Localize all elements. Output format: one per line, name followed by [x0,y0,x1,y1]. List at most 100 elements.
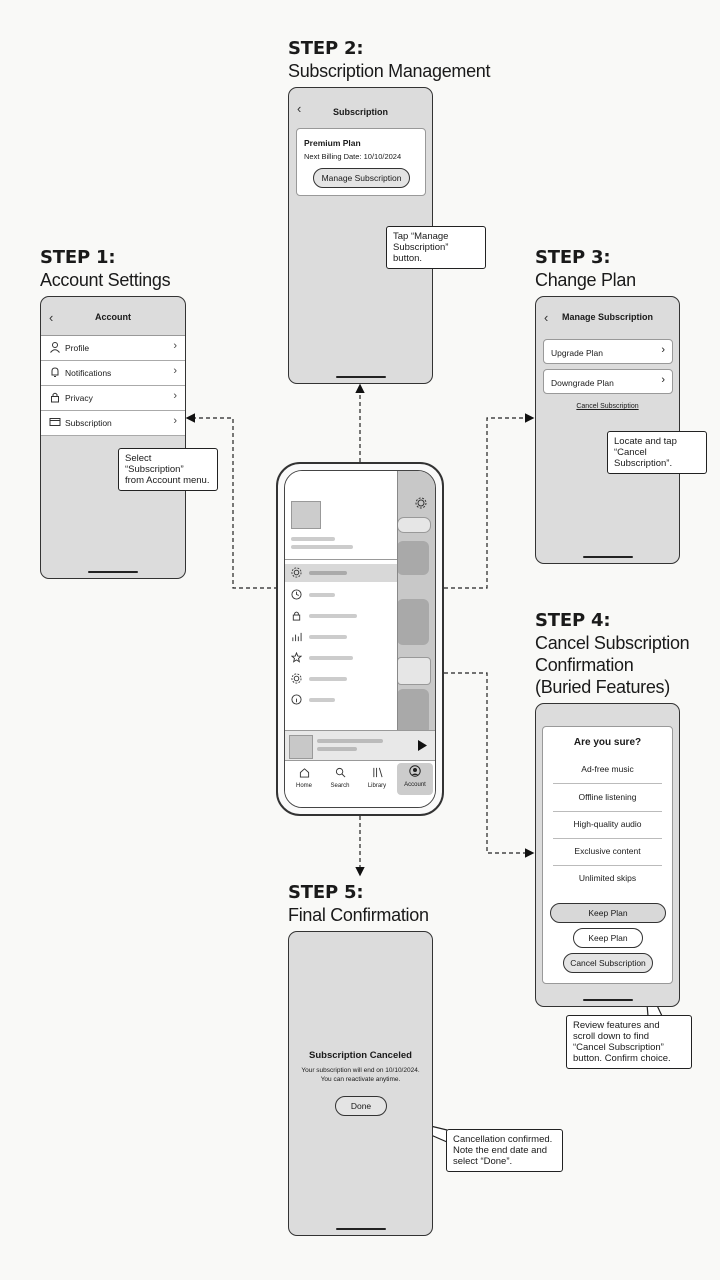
home-indicator [88,570,138,573]
feature-item: Exclusive content [553,838,662,866]
step4-phone-screen: Are you sure? Ad-free music Offline list… [535,703,680,1007]
step1-number: STEP 1: [40,247,116,268]
back-chevron-icon[interactable]: ‹ [49,310,54,325]
placeholder-bar [309,635,347,639]
person-icon [50,342,60,353]
bell-icon [51,367,59,377]
step1-header: ‹ Account [41,297,185,341]
step4-callout: Review features and scroll down to find … [566,1015,692,1069]
step1-phone-screen: ‹ Account Profile › Notifications › Priv… [40,296,186,579]
placeholder-bar [309,656,353,660]
billing-date: Next Billing Date: 10/10/2024 [304,152,402,161]
callout-line: “Subscription” [125,464,184,475]
callout-line: Review features and [573,1020,660,1031]
mini-player[interactable] [285,730,435,761]
back-chevron-icon[interactable]: ‹ [297,101,302,116]
placeholder-bar [317,739,383,743]
confirm-card: Are you sure? Ad-free music Offline list… [542,726,673,984]
lock-icon[interactable] [291,610,302,621]
account-menu: Profile › Notifications › Privacy › Subs… [41,335,185,436]
feature-item: High-quality audio [553,811,662,839]
callout-line: Note the end date and [453,1145,548,1156]
nav-search[interactable]: Search [323,765,357,795]
nav-home-label: Home [295,783,312,789]
step4-title-line3: (Buried Features) [535,677,670,697]
clock-icon[interactable] [291,589,302,600]
nav-account-label: Account [404,782,426,788]
callout-line: scroll down to find [573,1031,650,1042]
menu-item-subscription[interactable]: Subscription › [41,411,185,436]
step4-title-line2: Confirmation [535,655,634,675]
cancel-subscription-link[interactable]: Cancel Subscription [576,403,639,410]
step1-callout: Select “Subscription” from Account menu. [118,448,218,491]
callout-line: from Account menu. [125,475,210,486]
step3-phone-screen: ‹ Manage Subscription Upgrade Plan › Dow… [535,296,680,564]
keep-plan-button-primary[interactable]: Keep Plan [550,903,666,923]
callout-line: select “Done”. [453,1156,513,1167]
step2-header: ‹ Subscription [289,88,432,132]
step1-title: Account Settings [40,270,171,290]
step5-title: Final Confirmation [288,905,429,925]
placeholder-bar [291,537,335,541]
gear-icon[interactable] [291,673,302,684]
done-button[interactable]: Done [335,1096,387,1116]
background-tile [397,599,429,645]
confirm-heading: Are you sure? [573,737,642,748]
menu-item-profile-label: Profile [65,343,90,353]
menu-item-subscription-label: Subscription [65,418,112,428]
chevron-right-icon: › [173,390,177,402]
canceled-message: Your subscription will end on 10/10/2024… [289,1066,432,1084]
downgrade-plan-label: Downgrade Plan [551,378,614,388]
nav-account[interactable]: Account [397,763,433,795]
step2-screen-title: Subscription [332,107,388,117]
step2-number: STEP 2: [288,38,364,59]
home-indicator [582,998,633,1001]
center-phone-screen: Home Search Library Account [284,470,436,808]
menu-item-privacy[interactable]: Privacy › [41,386,185,411]
play-icon[interactable] [417,740,427,751]
stats-icon[interactable] [291,631,302,642]
chevron-right-icon: › [661,344,665,356]
step3-header: ‹ Manage Subscription [536,297,679,341]
upgrade-plan-option[interactable]: Upgrade Plan › [543,339,673,364]
manage-subscription-button[interactable]: Manage Subscription [313,168,410,188]
divider [285,559,397,560]
back-chevron-icon[interactable]: ‹ [544,310,549,325]
step5-number: STEP 5: [288,882,364,903]
keep-plan-button-secondary[interactable]: Keep Plan [573,928,643,948]
nav-library[interactable]: Library [359,765,395,795]
callout-line: Subscription” [393,242,449,253]
callout-line: button. Confirm choice. [573,1053,671,1064]
placeholder-bar [309,571,347,575]
callout-line: Subscription”. [614,458,673,469]
step2-phone-screen: ‹ Subscription Premium Plan Next Billing… [288,87,433,384]
star-icon[interactable] [291,652,302,663]
step5-callout: Cancellation confirmed. Note the end dat… [446,1129,563,1172]
bottom-nav: Home Search Library Account [285,760,435,807]
step3-number: STEP 3: [535,247,611,268]
avatar[interactable] [291,501,321,529]
nav-home[interactable]: Home [287,765,321,795]
background-tile [397,541,429,575]
callout-line: Tap “Manage [393,231,449,242]
placeholder-bar [309,593,335,597]
account-icon [409,765,421,777]
menu-item-notifications[interactable]: Notifications › [41,361,185,386]
placeholder-bar [291,545,353,549]
home-indicator [335,375,386,378]
background-app [397,471,435,761]
feature-item: Ad-free music [553,756,662,784]
card-icon [49,418,61,426]
chevron-right-icon: › [173,340,177,352]
gear-icon [291,567,302,578]
menu-item-profile[interactable]: Profile › [41,336,185,361]
step3-screen-title: Manage Subscription [561,312,653,322]
step5-phone-screen: Subscription Canceled Your subscription … [288,931,433,1236]
info-icon[interactable] [291,694,302,705]
callout-line: button. [393,253,423,264]
downgrade-plan-option[interactable]: Downgrade Plan › [543,369,673,394]
cancel-subscription-button[interactable]: Cancel Subscription [563,953,653,973]
gear-icon[interactable] [415,497,427,509]
library-icon [372,767,383,778]
home-indicator [335,1227,386,1230]
